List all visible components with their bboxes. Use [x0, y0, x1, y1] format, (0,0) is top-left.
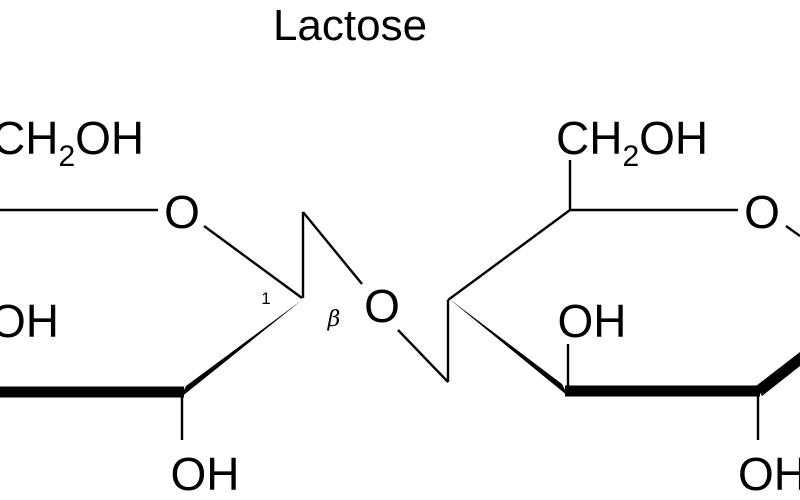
right-wedge-c4-c3: [448, 298, 568, 396]
left-oh-c2: OH: [171, 448, 240, 500]
right-bond-o-c1: [785, 225, 800, 237]
left-bond-o-c1: [203, 225, 303, 299]
left-wedge-c1-c2: [180, 300, 302, 398]
glycosidic-linkage: O β: [301, 211, 450, 383]
diagram-title: Lactose: [273, 1, 427, 50]
right-oh-c2: OH: [738, 448, 800, 500]
right-ring: CH2OH O OH OH: [447, 112, 800, 500]
left-oh-c3: OH: [0, 295, 59, 347]
bridging-oxygen: O: [364, 280, 400, 332]
right-wedge-c2-c1: [756, 352, 800, 396]
right-bond-c4-c5: [447, 209, 571, 301]
beta-configuration-label: β: [327, 307, 341, 332]
left-anomeric-number: 1: [261, 289, 270, 308]
right-oh-c3: OH: [558, 295, 627, 347]
linkage-bond-o-low: [397, 329, 449, 383]
right-ch2oh-label: CH2OH: [556, 112, 708, 173]
linkage-bond-apex-o: [302, 211, 363, 285]
right-ring-oxygen: O: [744, 186, 780, 238]
left-ring-oxygen: O: [164, 186, 200, 238]
left-ring: CH2OH O 1 OH OH: [0, 112, 303, 500]
left-ch2oh-label: CH2OH: [0, 112, 144, 173]
